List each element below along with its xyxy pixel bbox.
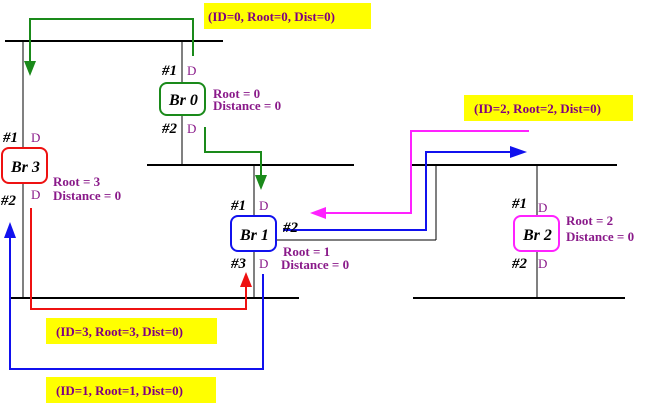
br0-box [159, 82, 206, 116]
br3-port1-label: #1 [2, 130, 18, 146]
br3-distance: Distance = 0 [53, 188, 121, 203]
br1-port2-label: #2 [282, 220, 299, 236]
br2-root: Root = 2 [566, 213, 613, 228]
br2-message-box [464, 95, 633, 121]
br2-box [513, 215, 560, 252]
br1-root: Root = 1 [283, 244, 330, 259]
br1-port3-label: #3 [230, 256, 247, 272]
br2-port1-state: D [538, 200, 547, 215]
br1-message-path-up [283, 151, 512, 231]
br3-message-box [46, 318, 217, 344]
br1-box [230, 215, 277, 252]
br1-message-path-down [9, 232, 264, 370]
br0-port1-state: D [187, 63, 196, 78]
br2-port2-state: D [538, 256, 547, 271]
br1-message-label: (ID=1, Root=1, Dist=0) [56, 383, 183, 398]
br1-port1-state: D [259, 198, 268, 213]
br0-message-path-lower [204, 127, 262, 180]
br2-message-label: (ID=2, Root=2, Dist=0) [474, 101, 601, 116]
br2-port1-label: #1 [511, 196, 527, 212]
br3-root: Root = 3 [53, 174, 101, 189]
br1-arrowhead-left [4, 222, 16, 238]
br3-name: Br 3 [10, 159, 40, 176]
br1-distance: Distance = 0 [281, 257, 349, 272]
br1-message-box [46, 377, 216, 403]
br0-message-path [29, 18, 194, 67]
br1-port3-state: D [259, 256, 268, 271]
br2-port2-label: #2 [511, 256, 528, 272]
br0-port1-label: #1 [161, 63, 177, 79]
br1-arrowhead-right [510, 146, 527, 158]
br2-distance: Distance = 0 [566, 229, 634, 244]
br3-message-path [30, 208, 247, 310]
br3-arrowhead [240, 272, 252, 287]
br1-name: Br 1 [239, 227, 269, 244]
br0-message-label: (ID=0, Root=0, Dist=0) [208, 9, 335, 24]
br3-port2-state: D [31, 187, 40, 202]
br0-arrowhead-lower [255, 175, 267, 190]
br1-port1-label: #1 [230, 198, 246, 214]
br2-arrowhead [310, 207, 326, 219]
br3-port1-state: D [31, 130, 40, 145]
br3-port2-label: #2 [0, 193, 17, 209]
br2-name: Br 2 [522, 227, 552, 244]
br0-arrowhead-top [24, 61, 36, 76]
br0-port2-label: #2 [161, 121, 178, 137]
br0-port2-state: D [187, 121, 196, 136]
br0-distance: Distance = 0 [213, 98, 281, 113]
br3-message-label: (ID=3, Root=3, Dist=0) [56, 324, 183, 339]
br2-message-path [320, 130, 529, 214]
br0-message-box [204, 3, 371, 29]
br0-root: Root = 0 [213, 86, 260, 101]
br3-box [1, 147, 48, 184]
br0-name: Br 0 [168, 92, 198, 109]
